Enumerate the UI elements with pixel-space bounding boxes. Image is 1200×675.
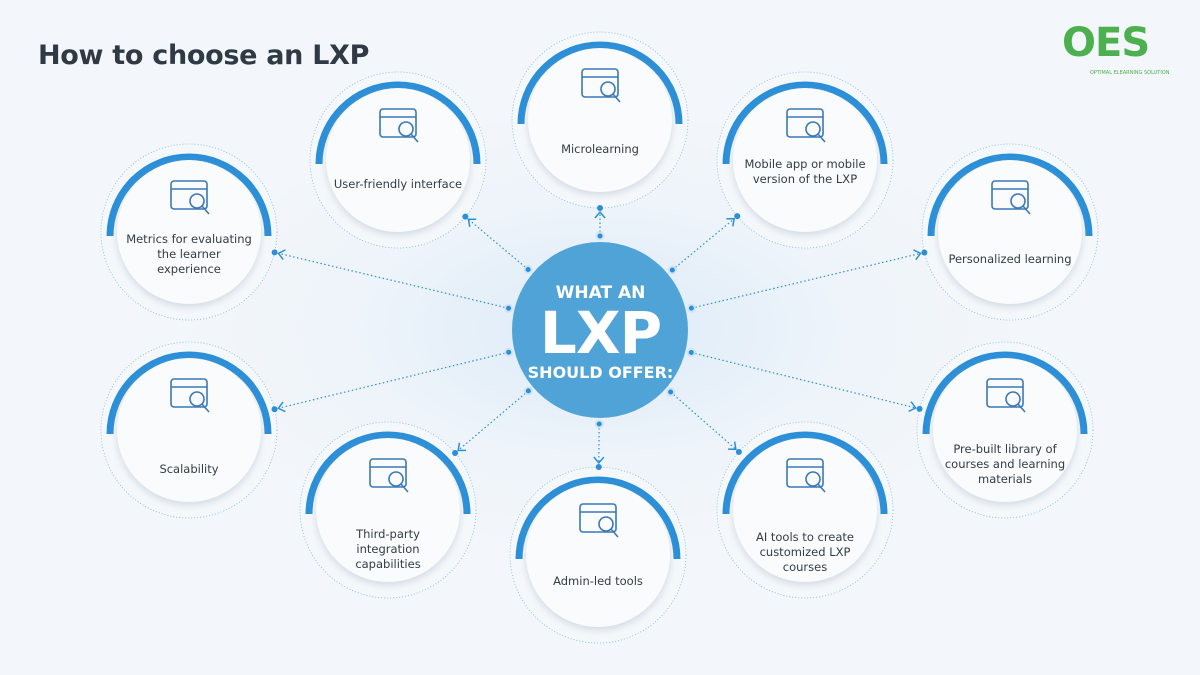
brain-bulb-icon [786, 458, 826, 493]
node-label-7: Admin-led tools [553, 574, 643, 588]
node-1 [309, 71, 487, 249]
connector-0 [277, 249, 514, 313]
hand-sliders-icon [579, 503, 619, 538]
connector-3 [667, 217, 736, 275]
connector-2 [594, 210, 606, 241]
node-label-8: AI tools to create customized LXP course… [755, 530, 855, 574]
node-4 [921, 143, 1099, 321]
page-title: How to choose an LXP [38, 40, 370, 71]
connector-5 [277, 347, 514, 413]
globe-network-icon [369, 458, 409, 493]
connector-7 [593, 419, 605, 465]
node-label-9: Pre-built library of courses and learnin… [944, 442, 1066, 486]
center-hub [512, 242, 688, 418]
node-label-5: Scalability [159, 462, 219, 476]
connector-8 [666, 387, 737, 451]
node-0 [100, 143, 278, 321]
library-window-icon [986, 378, 1026, 413]
node-label-4: Personalized learning [948, 252, 1072, 266]
node-5 [100, 341, 278, 519]
logo-text: OES [1062, 20, 1150, 66]
magnifier-graduation-cap-icon [581, 68, 621, 103]
connector-4 [686, 249, 922, 313]
center-line-2: LXP [539, 299, 662, 367]
node-8 [716, 421, 894, 599]
node-label-0: Metrics for evaluating the learner exper… [126, 232, 252, 276]
node-2 [511, 31, 689, 211]
oes-logo: OES OPTIMAL ELEARNING SOLUTION [1062, 20, 1182, 84]
gear-expand-icon [170, 378, 210, 413]
browser-cursor-icon [379, 108, 419, 143]
node-7 [509, 464, 687, 644]
user-gears-arrows-icon [991, 180, 1031, 215]
center-line-1: WHAT AN [555, 283, 646, 303]
connector-9 [686, 348, 917, 413]
hand-phone-icon [786, 108, 826, 143]
node-3 [716, 71, 894, 249]
node-6 [299, 421, 477, 599]
node-label-6: Third-party integration capabilities [355, 527, 421, 571]
center-line-3: SHOULD OFFER: [527, 363, 674, 382]
connector-6 [457, 386, 533, 452]
chart-magnifier-icon [170, 180, 210, 215]
logo-tagline: OPTIMAL ELEARNING SOLUTION [1090, 70, 1170, 76]
node-label-1: User-friendly interface [333, 177, 463, 191]
node-9 [916, 341, 1094, 519]
node-label-2: Microlearning [561, 142, 639, 156]
center-hub-text: WHAT AN LXP SHOULD OFFER: [513, 243, 688, 382]
node-label-3: Mobile app or mobile version of the LXP [744, 157, 866, 186]
connector-1 [467, 218, 533, 274]
